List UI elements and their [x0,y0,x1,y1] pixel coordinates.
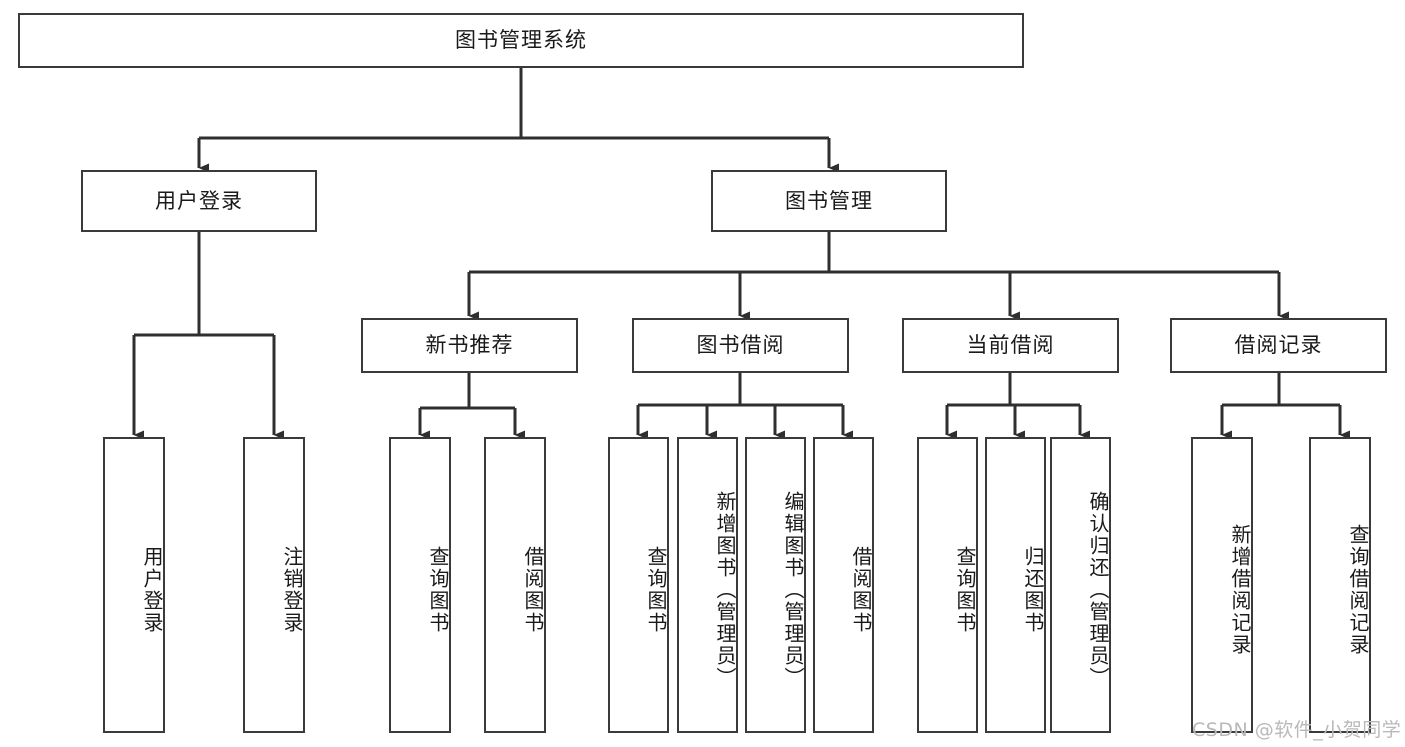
node-label: 用户登录 [155,188,243,213]
node-label: 图书借阅 [696,333,785,358]
node-book-manage[interactable]: 图书管理 [711,170,947,232]
node-label: 当前借阅 [966,333,1055,358]
node-label: 查询借阅记录 [1346,524,1370,656]
node-borrow-record[interactable]: 借阅记录 [1170,318,1387,373]
node-label: 图书管理 [785,188,873,213]
node-label: 编辑图书（管理员） [781,491,805,689]
leaf-query-book-2[interactable]: 查询图书 [608,437,669,733]
node-new-book-recommend[interactable]: 新书推荐 [361,318,578,373]
leaf-return-book[interactable]: 归还图书 [985,437,1046,733]
leaf-query-book-3[interactable]: 查询图书 [917,437,978,733]
node-book-borrow[interactable]: 图书借阅 [632,318,849,373]
node-label: 用户登录 [140,546,164,634]
node-label: 注销登录 [280,546,304,634]
node-label: 借阅图书 [521,546,545,634]
node-label: 图书管理系统 [455,28,587,53]
leaf-borrow-book-2[interactable]: 借阅图书 [813,437,874,733]
node-label: 新书推荐 [425,333,514,358]
leaf-user-logout[interactable]: 注销登录 [243,437,305,733]
node-label: 借阅记录 [1234,333,1323,358]
leaf-user-login-do[interactable]: 用户登录 [103,437,165,733]
node-label: 借阅图书 [849,546,873,634]
node-label: 查询图书 [426,546,450,634]
leaf-edit-book[interactable]: 编辑图书（管理员） [745,437,806,733]
leaf-confirm-return[interactable]: 确认归还（管理员） [1050,437,1111,733]
node-current-borrow[interactable]: 当前借阅 [902,318,1119,373]
node-root-book-management-system[interactable]: 图书管理系统 [18,13,1024,68]
node-label: 新增图书（管理员） [713,491,737,689]
node-label: 查询图书 [953,546,977,634]
leaf-query-book-1[interactable]: 查询图书 [389,437,451,733]
leaf-add-book[interactable]: 新增图书（管理员） [677,437,738,733]
node-label: 确认归还（管理员） [1086,491,1110,689]
csdn-watermark: CSDN @软件_小贺同学 [1192,719,1402,741]
node-label: 归还图书 [1021,546,1045,634]
leaf-borrow-book-1[interactable]: 借阅图书 [484,437,546,733]
leaf-query-borrow-record[interactable]: 查询借阅记录 [1309,437,1371,733]
leaf-add-borrow-record[interactable]: 新增借阅记录 [1191,437,1253,733]
node-label: 查询图书 [644,546,668,634]
node-label: 新增借阅记录 [1228,524,1252,656]
node-user-login[interactable]: 用户登录 [81,170,317,232]
